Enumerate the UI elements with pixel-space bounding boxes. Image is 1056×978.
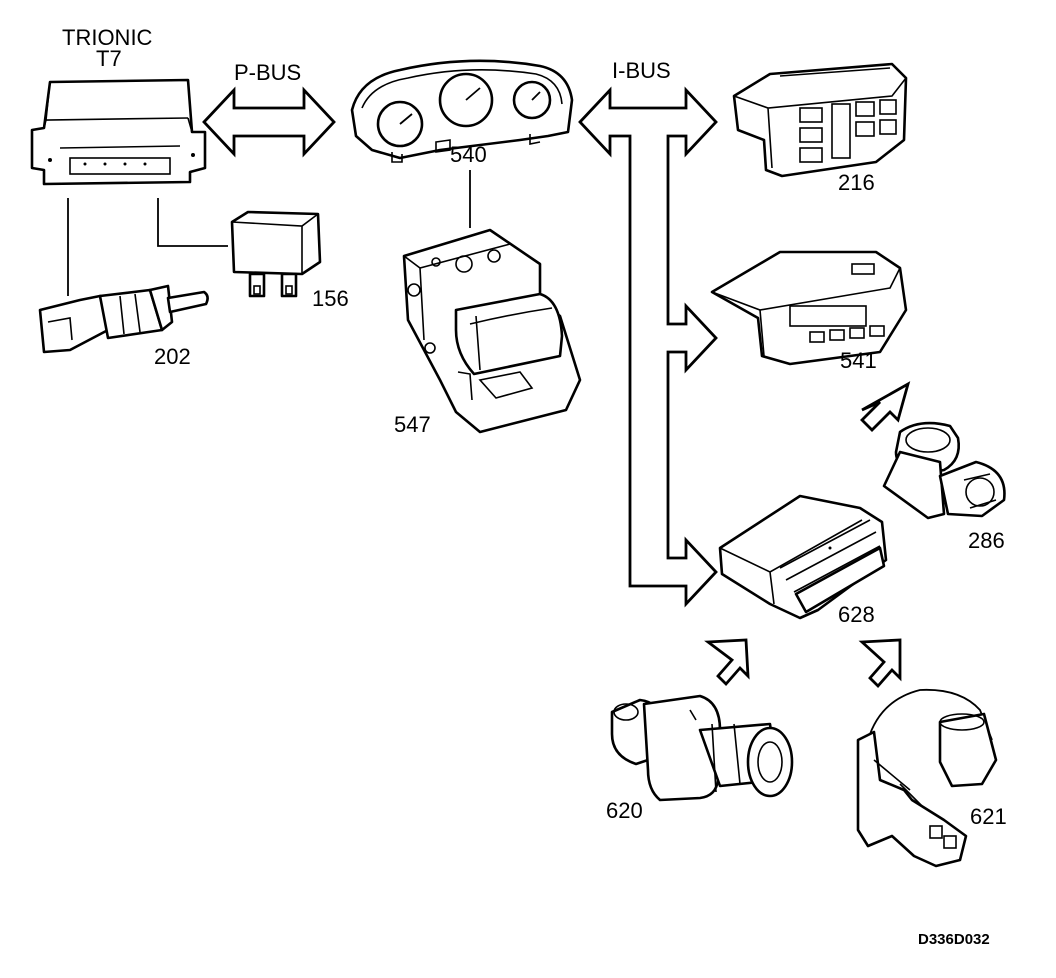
label-540: 540 (450, 142, 487, 167)
i-bus-label: I-BUS (612, 58, 671, 83)
sensor-202 (38, 284, 209, 354)
trionic-model-label: T7 (96, 46, 122, 71)
sensor-620 (610, 694, 794, 802)
trionic-t7-ecu (30, 78, 207, 186)
relay-156 (230, 210, 322, 298)
label-216: 216 (838, 170, 875, 195)
abs-unit-547 (402, 228, 582, 434)
wire-ecu-to-156 (157, 198, 228, 247)
label-202: 202 (154, 344, 191, 369)
label-286: 286 (968, 528, 1005, 553)
switch-286 (882, 421, 1006, 520)
label-621: 621 (970, 804, 1007, 829)
p-bus-arrow (202, 86, 336, 158)
display-541 (710, 250, 908, 366)
p-bus-label: P-BUS (234, 60, 301, 85)
i-bus-arrow (578, 86, 718, 608)
module-628 (718, 494, 888, 620)
label-620: 620 (606, 798, 643, 823)
figure-code: D336D032 (918, 931, 990, 948)
label-156: 156 (312, 286, 349, 311)
arrow-286-to-541 (860, 381, 911, 432)
instrument-cluster-540 (350, 59, 574, 163)
trionic-label: TRIONIC (62, 25, 153, 50)
arrow-620-to-628 (704, 638, 750, 687)
label-628: 628 (838, 602, 875, 627)
label-541: 541 (840, 348, 877, 373)
control-panel-216 (732, 62, 908, 178)
arrow-621-to-628 (858, 638, 902, 689)
sensor-621 (856, 688, 998, 868)
label-547: 547 (394, 412, 431, 437)
